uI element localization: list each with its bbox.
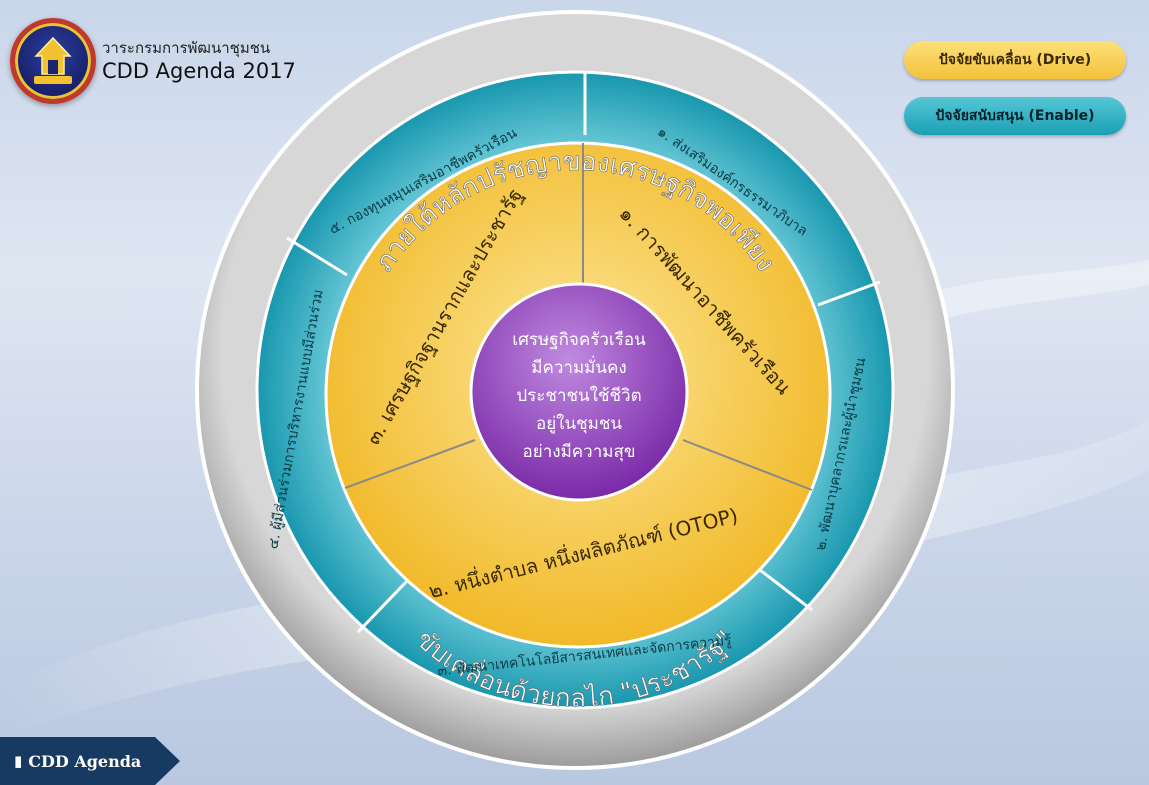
emblem-icon [34,36,72,84]
center-line: ประชาชนใช้ชีวิต [516,385,641,406]
enable-dividers [286,72,881,634]
drive-dividers [344,143,813,491]
center-core [469,282,689,502]
center-line: อยู่ในชุมชน [536,413,622,434]
center-line: เศรษฐกิจครัวเรือน [512,330,646,350]
department-name: วาระกรมการพัฒนาชุมชน [102,39,271,57]
legend-enable-button[interactable]: ปัจจัยสนับสนุน (Enable) [904,97,1126,135]
legend: ปัจจัยขับเคลื่อน (Drive) ปัจจัยสนับสนุน … [904,41,1126,153]
center-line: อย่างมีความสุข [523,442,636,462]
header: วาระกรมการพัฒนาชุมชน CDD Agenda 2017 [10,18,296,104]
legend-drive-button[interactable]: ปัจจัยขับเคลื่อน (Drive) [904,41,1126,79]
book-icon: ▮ [14,752,23,770]
center-line: มีความมั่นคง [531,355,626,378]
department-logo [10,18,96,104]
badge-label: CDD Agenda [28,751,142,771]
center-text: เศรษฐกิจครัวเรือน มีความมั่นคง ประชาชนใช… [512,330,646,462]
page-title: CDD Agenda 2017 [102,59,296,83]
cdd-agenda-badge[interactable]: ▮ CDD Agenda [0,737,180,785]
